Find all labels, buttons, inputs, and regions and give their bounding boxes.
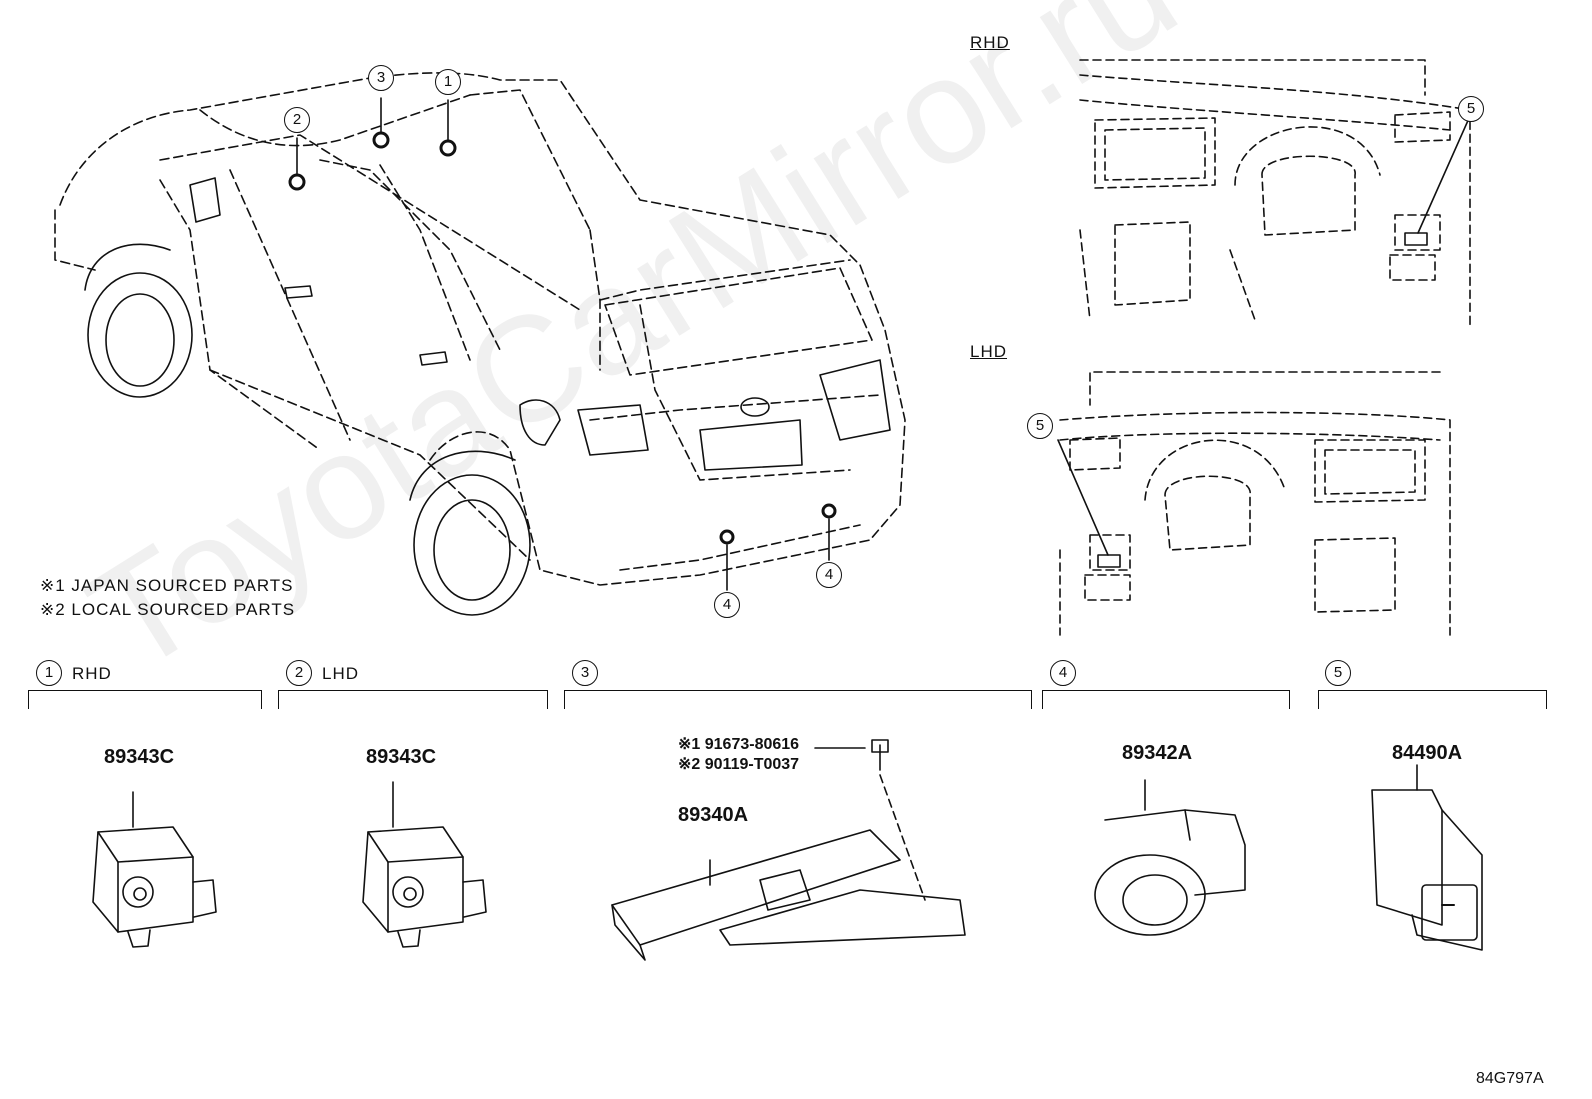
callout-1: 1 [435,69,461,95]
group-3-number: 3 [572,660,598,686]
callout-5-rhd: 5 [1458,96,1484,122]
bolt-part-japan: ※1 91673-80616 [678,736,800,753]
group-4-number: 4 [1050,660,1076,686]
callout-2: 2 [284,107,310,133]
group-2-number: 2 [286,660,312,686]
part-number-84490a: 84490A [1392,742,1463,764]
group-2-label: LHD [322,664,360,683]
callout-3: 3 [368,65,394,91]
callout-5-lhd: 5 [1027,413,1053,439]
part-number-89340a: 89340A [678,804,749,826]
group-1-number: 1 [36,660,62,686]
group-2-bracket [278,690,548,709]
note-japan-sourced: ※1 JAPAN SOURCED PARTS [40,576,294,595]
part-number-89343c-lhd: 89343C [366,746,437,768]
rhd-dashboard-label: RHD [970,33,1010,52]
lhd-dashboard-label: LHD [970,342,1008,361]
part-number-89342a: 89342A [1122,742,1193,764]
callout-4-right: 4 [816,562,842,588]
group-5-bracket [1318,690,1547,709]
group-1-bracket [28,690,262,709]
note-local-sourced: ※2 LOCAL SOURCED PARTS [40,600,296,619]
group-5-number: 5 [1325,660,1351,686]
callout-4-left: 4 [714,592,740,618]
group-3-bracket [564,690,1032,709]
part-number-89343c-rhd: 89343C [104,746,175,768]
diagram-id: 84G797A [1476,1070,1544,1087]
group-1-label: RHD [72,664,112,683]
group-4-bracket [1042,690,1290,709]
bolt-part-local: ※2 90119-T0037 [678,756,800,773]
